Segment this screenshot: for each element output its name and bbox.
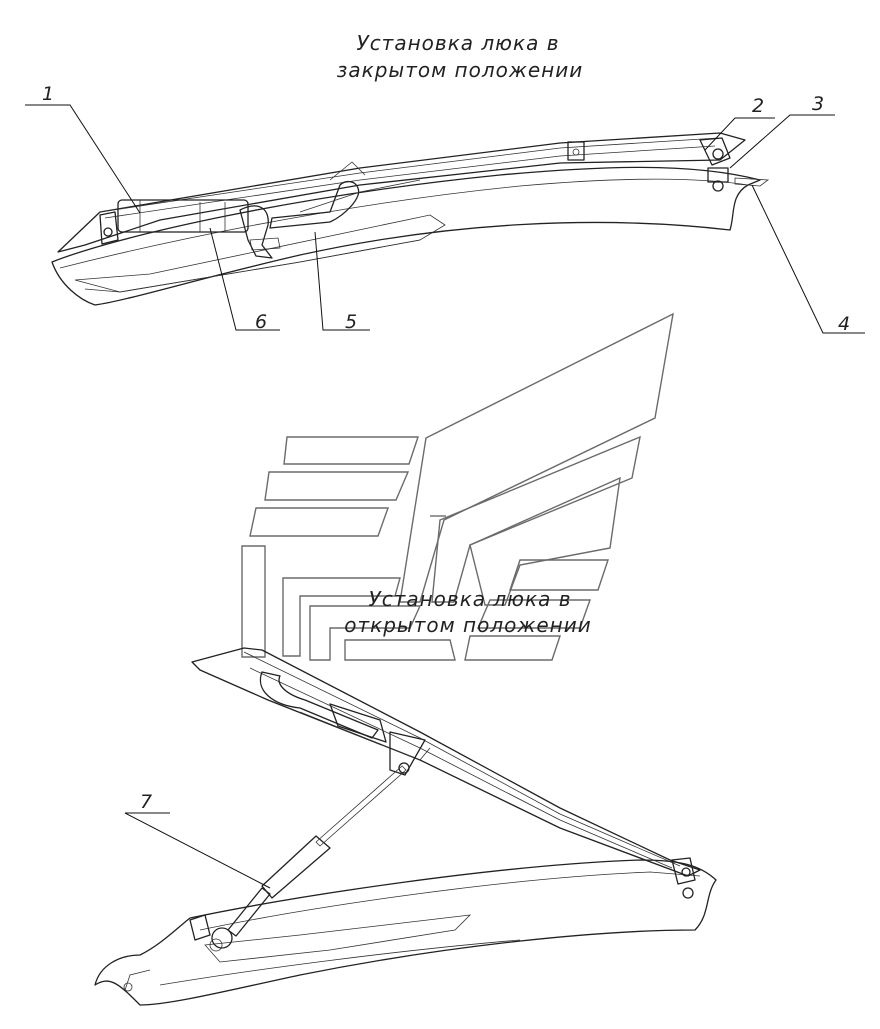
open-hatch-assembly xyxy=(94,647,717,1006)
caption-closed-line1: Установка люка в xyxy=(357,31,560,55)
callout-labels: 1 2 3 4 5 6 7 xyxy=(42,83,850,813)
callout-1: 1 xyxy=(42,83,54,105)
callout-6: 6 xyxy=(255,311,267,333)
caption-open-line1: Установка люка в xyxy=(369,587,572,611)
callout-2: 2 xyxy=(752,95,764,117)
callout-7: 7 xyxy=(140,791,152,813)
callout-3: 3 xyxy=(812,93,824,115)
callout-4: 4 xyxy=(838,313,850,335)
closed-hatch-assembly xyxy=(51,132,770,306)
caption-open-line2: открытом положении xyxy=(344,613,592,637)
callout-5: 5 xyxy=(345,311,357,333)
leader-lines xyxy=(25,104,865,889)
watermark-logo xyxy=(241,312,674,661)
caption-closed-line2: закрытом положении xyxy=(337,58,584,82)
